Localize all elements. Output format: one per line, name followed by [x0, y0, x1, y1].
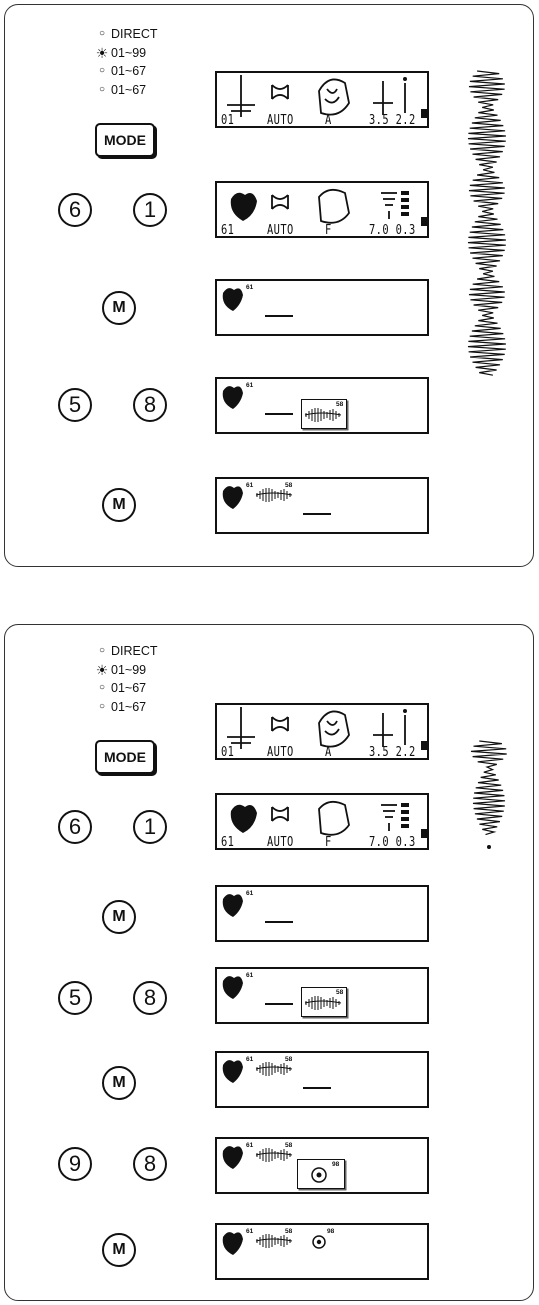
lcd-display-61: 61 AUTO F 7.0 0.3	[215, 181, 429, 238]
lcd-memory-step-3: 61 58	[215, 477, 429, 534]
key-9[interactable]: 9	[58, 1147, 92, 1181]
mode-direct: ○DIRECT	[95, 642, 158, 661]
input-cursor	[303, 513, 331, 515]
memory-key[interactable]: M	[102, 900, 136, 934]
lamp-on-icon: ☀	[95, 661, 109, 680]
lcd-memory-step-1: 61	[215, 279, 429, 336]
mode-01-67-a: ○01~67	[95, 679, 158, 698]
memory-key[interactable]: M	[102, 291, 136, 325]
lcd-memory-step-2: 61 58	[215, 377, 429, 434]
radio-off-icon: ○	[95, 642, 109, 661]
radio-off-icon: ○	[95, 62, 109, 81]
stitch-sample-heart-wave	[462, 67, 512, 379]
mode-01-99: ☀01~99	[95, 44, 158, 63]
input-cursor	[265, 921, 293, 923]
lcd-display-default: 01 AUTO A 3.5 2.2	[215, 71, 429, 128]
key-6[interactable]: 6	[58, 810, 92, 844]
mode-01-67-a: ○01~67	[95, 62, 158, 81]
input-cursor	[303, 1087, 331, 1089]
memory-key[interactable]: M	[102, 1233, 136, 1267]
mode-01-99: ☀01~99	[95, 661, 158, 680]
lamp-on-icon: ☀	[95, 44, 109, 63]
input-cursor	[265, 1003, 293, 1005]
lcd-memory-step-3: 61 58	[215, 1051, 429, 1108]
radio-off-icon: ○	[95, 679, 109, 698]
key-1[interactable]: 1	[133, 810, 167, 844]
memory-key[interactable]: M	[102, 488, 136, 522]
pattern-58-preview: 58	[301, 987, 347, 1017]
key-6[interactable]: 6	[58, 193, 92, 227]
lcd-memory-step-2: 61 58	[215, 967, 429, 1024]
mode-list: ○DIRECT ☀01~99 ○01~67 ○01~67	[95, 642, 158, 716]
mode-direct: ○DIRECT	[95, 25, 158, 44]
mode-button[interactable]: MODE	[95, 740, 155, 774]
lcd-display-default: 01 AUTO A 3.5 2.2	[215, 703, 429, 760]
input-cursor	[265, 413, 293, 415]
radio-off-icon: ○	[95, 81, 109, 100]
radio-off-icon: ○	[95, 25, 109, 44]
mode-list: ○DIRECT ☀01~99 ○01~67 ○01~67	[95, 25, 158, 99]
key-8[interactable]: 8	[133, 388, 167, 422]
input-cursor	[265, 315, 293, 317]
stitch-line	[471, 741, 507, 835]
mode-button[interactable]: MODE	[95, 123, 155, 157]
key-8[interactable]: 8	[133, 1147, 167, 1181]
lcd-memory-step-1: 61	[215, 885, 429, 942]
memory-key[interactable]: M	[102, 1066, 136, 1100]
key-5[interactable]: 5	[58, 981, 92, 1015]
key-1[interactable]: 1	[133, 193, 167, 227]
lcd-memory-step-4: 61 58 98	[215, 1137, 429, 1194]
pattern-98-preview: 98	[297, 1159, 345, 1189]
key-5[interactable]: 5	[58, 388, 92, 422]
mode-01-67-b: ○01~67	[95, 698, 158, 717]
stitch-sample-heart-wave-eyelet	[467, 737, 511, 853]
pattern-58-preview: 58	[301, 399, 347, 429]
radio-off-icon: ○	[95, 698, 109, 717]
stitch-line	[468, 71, 506, 375]
lcd-display-61: 61 AUTO F 7.0 0.3	[215, 793, 429, 850]
mode-01-67-b: ○01~67	[95, 81, 158, 100]
key-8[interactable]: 8	[133, 981, 167, 1015]
lcd-memory-step-5: 61 58 98	[215, 1223, 429, 1280]
instruction-panel-1: ○DIRECT ☀01~99 ○01~67 ○01~67 MODE 01 AUT…	[4, 4, 534, 567]
instruction-panel-2: ○DIRECT ☀01~99 ○01~67 ○01~67 MODE 01 AUT…	[4, 624, 534, 1301]
